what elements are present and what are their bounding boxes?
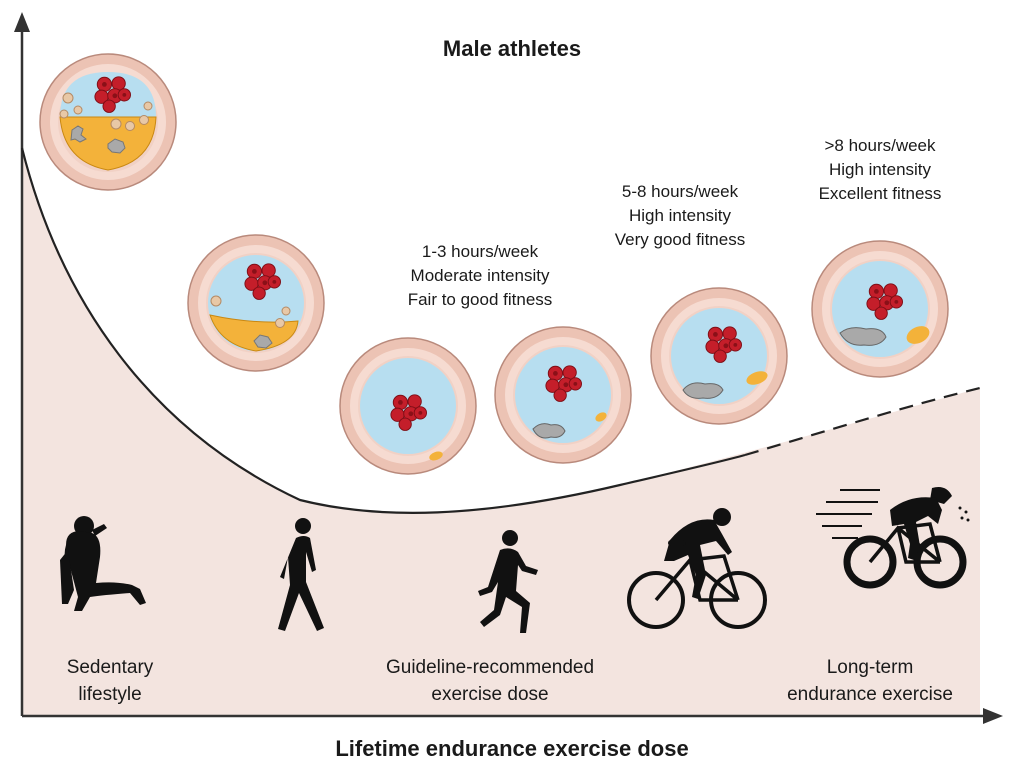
racing-cyclist-icon [816, 487, 970, 589]
label-line: lifestyle [78, 684, 142, 705]
annotation-dose-8plus: >8 hours/week High intensity Excellent f… [765, 134, 995, 206]
soft-plaque [429, 451, 443, 461]
annotation-line: 5-8 hours/week [621, 182, 739, 201]
y-axis [14, 12, 30, 716]
label-line: Sedentary [66, 657, 154, 678]
label-line: Guideline-recommended [385, 657, 595, 678]
annotation-dose-1-3: 1-3 hours/week Moderate intensity Fair t… [365, 240, 595, 312]
label-line: Long-term [826, 657, 914, 678]
artery-cross-section-3 [339, 337, 477, 475]
diagram-title: Male athletes [442, 36, 582, 61]
soft-plaque [746, 371, 768, 385]
label-line: endurance exercise [787, 684, 953, 705]
risk-curve-dashed [744, 386, 981, 457]
artery-cross-section-6 [811, 240, 949, 378]
calcified-plaque [839, 327, 887, 346]
annotation-line: High intensity [628, 206, 732, 225]
soft-plaque [595, 412, 607, 422]
artery-cross-section-4 [494, 326, 632, 464]
annotation-line: >8 hours/week [824, 136, 936, 155]
annotation-line: Very good fitness [614, 230, 746, 249]
annotation-line: 1-3 hours/week [421, 242, 539, 261]
foam-cells [59, 92, 153, 131]
calcified-plaque [253, 334, 273, 349]
label-line: exercise dose [431, 684, 549, 705]
x-axis [22, 708, 1003, 724]
risk-curve [20, 147, 746, 514]
label-guideline: Guideline-recommended exercise dose [340, 654, 640, 708]
label-sedentary: Sedentary lifestyle [20, 654, 200, 708]
label-long-term: Long-term endurance exercise [760, 654, 980, 708]
calcified-plaque [70, 125, 126, 154]
x-axis-label: Lifetime endurance exercise dose [335, 736, 689, 761]
cyclist-icon [627, 508, 767, 629]
calcified-plaque [532, 423, 566, 439]
annotation-line: Fair to good fitness [407, 290, 553, 309]
soft-plaque [906, 326, 930, 344]
annotation-line: Excellent fitness [818, 184, 942, 203]
annotation-line: Moderate intensity [410, 266, 550, 285]
risk-curve-area [22, 148, 980, 716]
running-person-icon [478, 530, 538, 633]
artery-cross-section-5 [650, 287, 788, 425]
artery-cross-section-1 [39, 53, 177, 191]
walking-person-icon [278, 518, 324, 631]
annotation-line: High intensity [828, 160, 932, 179]
annotation-dose-5-8: 5-8 hours/week High intensity Very good … [565, 180, 795, 252]
calcified-plaque [682, 382, 724, 399]
artery-cross-section-2 [187, 234, 325, 372]
sitting-person-icon [60, 516, 146, 611]
